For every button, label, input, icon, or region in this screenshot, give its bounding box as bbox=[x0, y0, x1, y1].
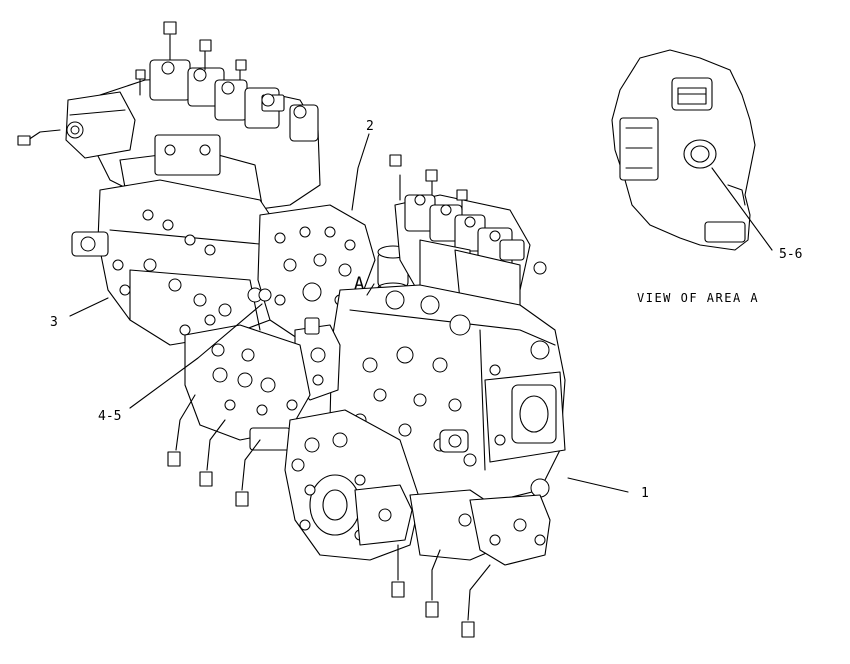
area-a-detail-view bbox=[611, 49, 756, 251]
callout-5-6: 5-6 bbox=[779, 247, 803, 262]
lower-left-valve-bank bbox=[167, 324, 311, 507]
left-valve-body bbox=[71, 179, 291, 346]
callout-3: 3 bbox=[50, 315, 58, 330]
detail-caption: VIEW OF AREA A bbox=[637, 291, 760, 305]
leader-1 bbox=[567, 477, 629, 493]
area-a-marker: A bbox=[354, 274, 365, 294]
bottom-valve-bank bbox=[284, 409, 551, 638]
leader-3 bbox=[69, 297, 109, 317]
right-solenoid-stack bbox=[389, 154, 547, 311]
leader-5-6 bbox=[711, 167, 773, 251]
leader-2 bbox=[351, 133, 370, 211]
callout-1: 1 bbox=[641, 486, 649, 501]
leader-lines bbox=[69, 133, 773, 493]
callout-4-5: 4-5 bbox=[98, 409, 122, 424]
leader-4-5 bbox=[129, 303, 263, 409]
callout-2: 2 bbox=[366, 119, 374, 134]
leader-area-a bbox=[366, 283, 375, 296]
